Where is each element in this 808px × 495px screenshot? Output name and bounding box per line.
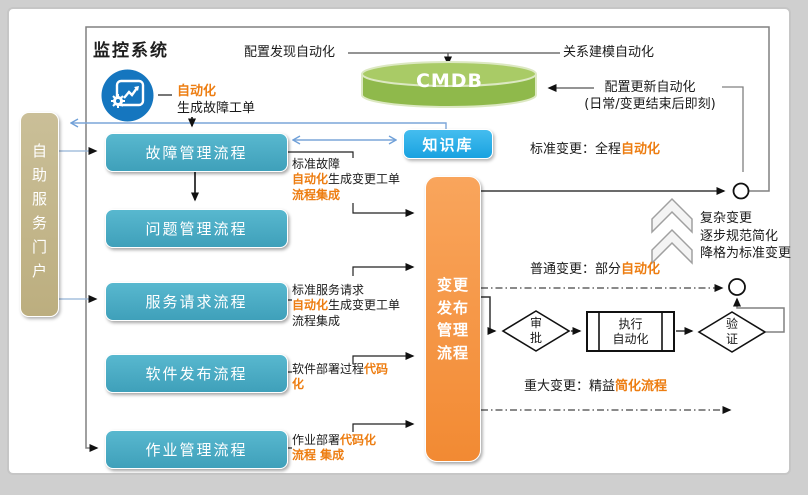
verify-diamond-label: 验 证 xyxy=(725,317,738,346)
software-annotation: 软件部署过程代码化 xyxy=(292,362,389,392)
process-job-management: 作业管理流程 xyxy=(105,430,288,469)
process-label: 作业管理流程 xyxy=(145,441,248,459)
config-discovery-label: 配置发现自动化 xyxy=(244,45,336,60)
portal-label: 自助服务门户 xyxy=(30,142,48,287)
process-software-release: 软件发布流程 xyxy=(105,354,288,393)
fault-annotation: 标准故障自动化生成变更工单流程集成 xyxy=(292,157,401,202)
config-update-label: 配置更新自动化 (日常/变更结束后即刻) xyxy=(584,80,716,112)
complex-change-note: 复杂变更 逐步规范简化 降格为标准变更 xyxy=(700,211,792,262)
job-annotation: 作业部署代码化流程 集成 xyxy=(292,433,377,463)
major-change-label: 重大变更：精益简化流程 xyxy=(524,379,668,394)
monitoring-automation-icon xyxy=(101,69,154,122)
process-label: 问题管理流程 xyxy=(145,220,248,238)
normal-change-label: 普通变更：部分自动化 xyxy=(530,262,661,277)
process-label: 故障管理流程 xyxy=(145,144,248,162)
process-fault-management: 故障管理流程 xyxy=(105,133,288,172)
process-service-request: 服务请求流程 xyxy=(105,282,288,321)
approve-diamond-label: 审 批 xyxy=(529,316,542,345)
process-label: 软件发布流程 xyxy=(145,365,248,383)
knowledge-base-box: 知识库 xyxy=(403,129,493,159)
relation-modeling-label: 关系建模自动化 xyxy=(563,45,655,60)
monitor-auto-label: 自动化生成故障工单 xyxy=(177,84,256,116)
change-box-label: 变更 发布 管理 流程 xyxy=(436,276,469,362)
knowledge-base-label: 知识库 xyxy=(422,135,474,154)
process-label: 服务请求流程 xyxy=(145,293,248,311)
standard-change-label: 标准变更：全程自动化 xyxy=(530,142,661,157)
self-service-portal: 自助服务门户 xyxy=(20,112,59,317)
process-problem-management: 问题管理流程 xyxy=(105,209,288,248)
cmdb-label: CMDB xyxy=(415,70,484,92)
page-title: 监控系统 xyxy=(93,41,169,61)
change-release-management-box: 变更 发布 管理 流程 xyxy=(425,176,481,462)
execute-subprocess-label: 执行 自动化 xyxy=(612,316,649,346)
service-annotation: 标准服务请求自动化生成变更工单流程集成 xyxy=(292,283,401,328)
